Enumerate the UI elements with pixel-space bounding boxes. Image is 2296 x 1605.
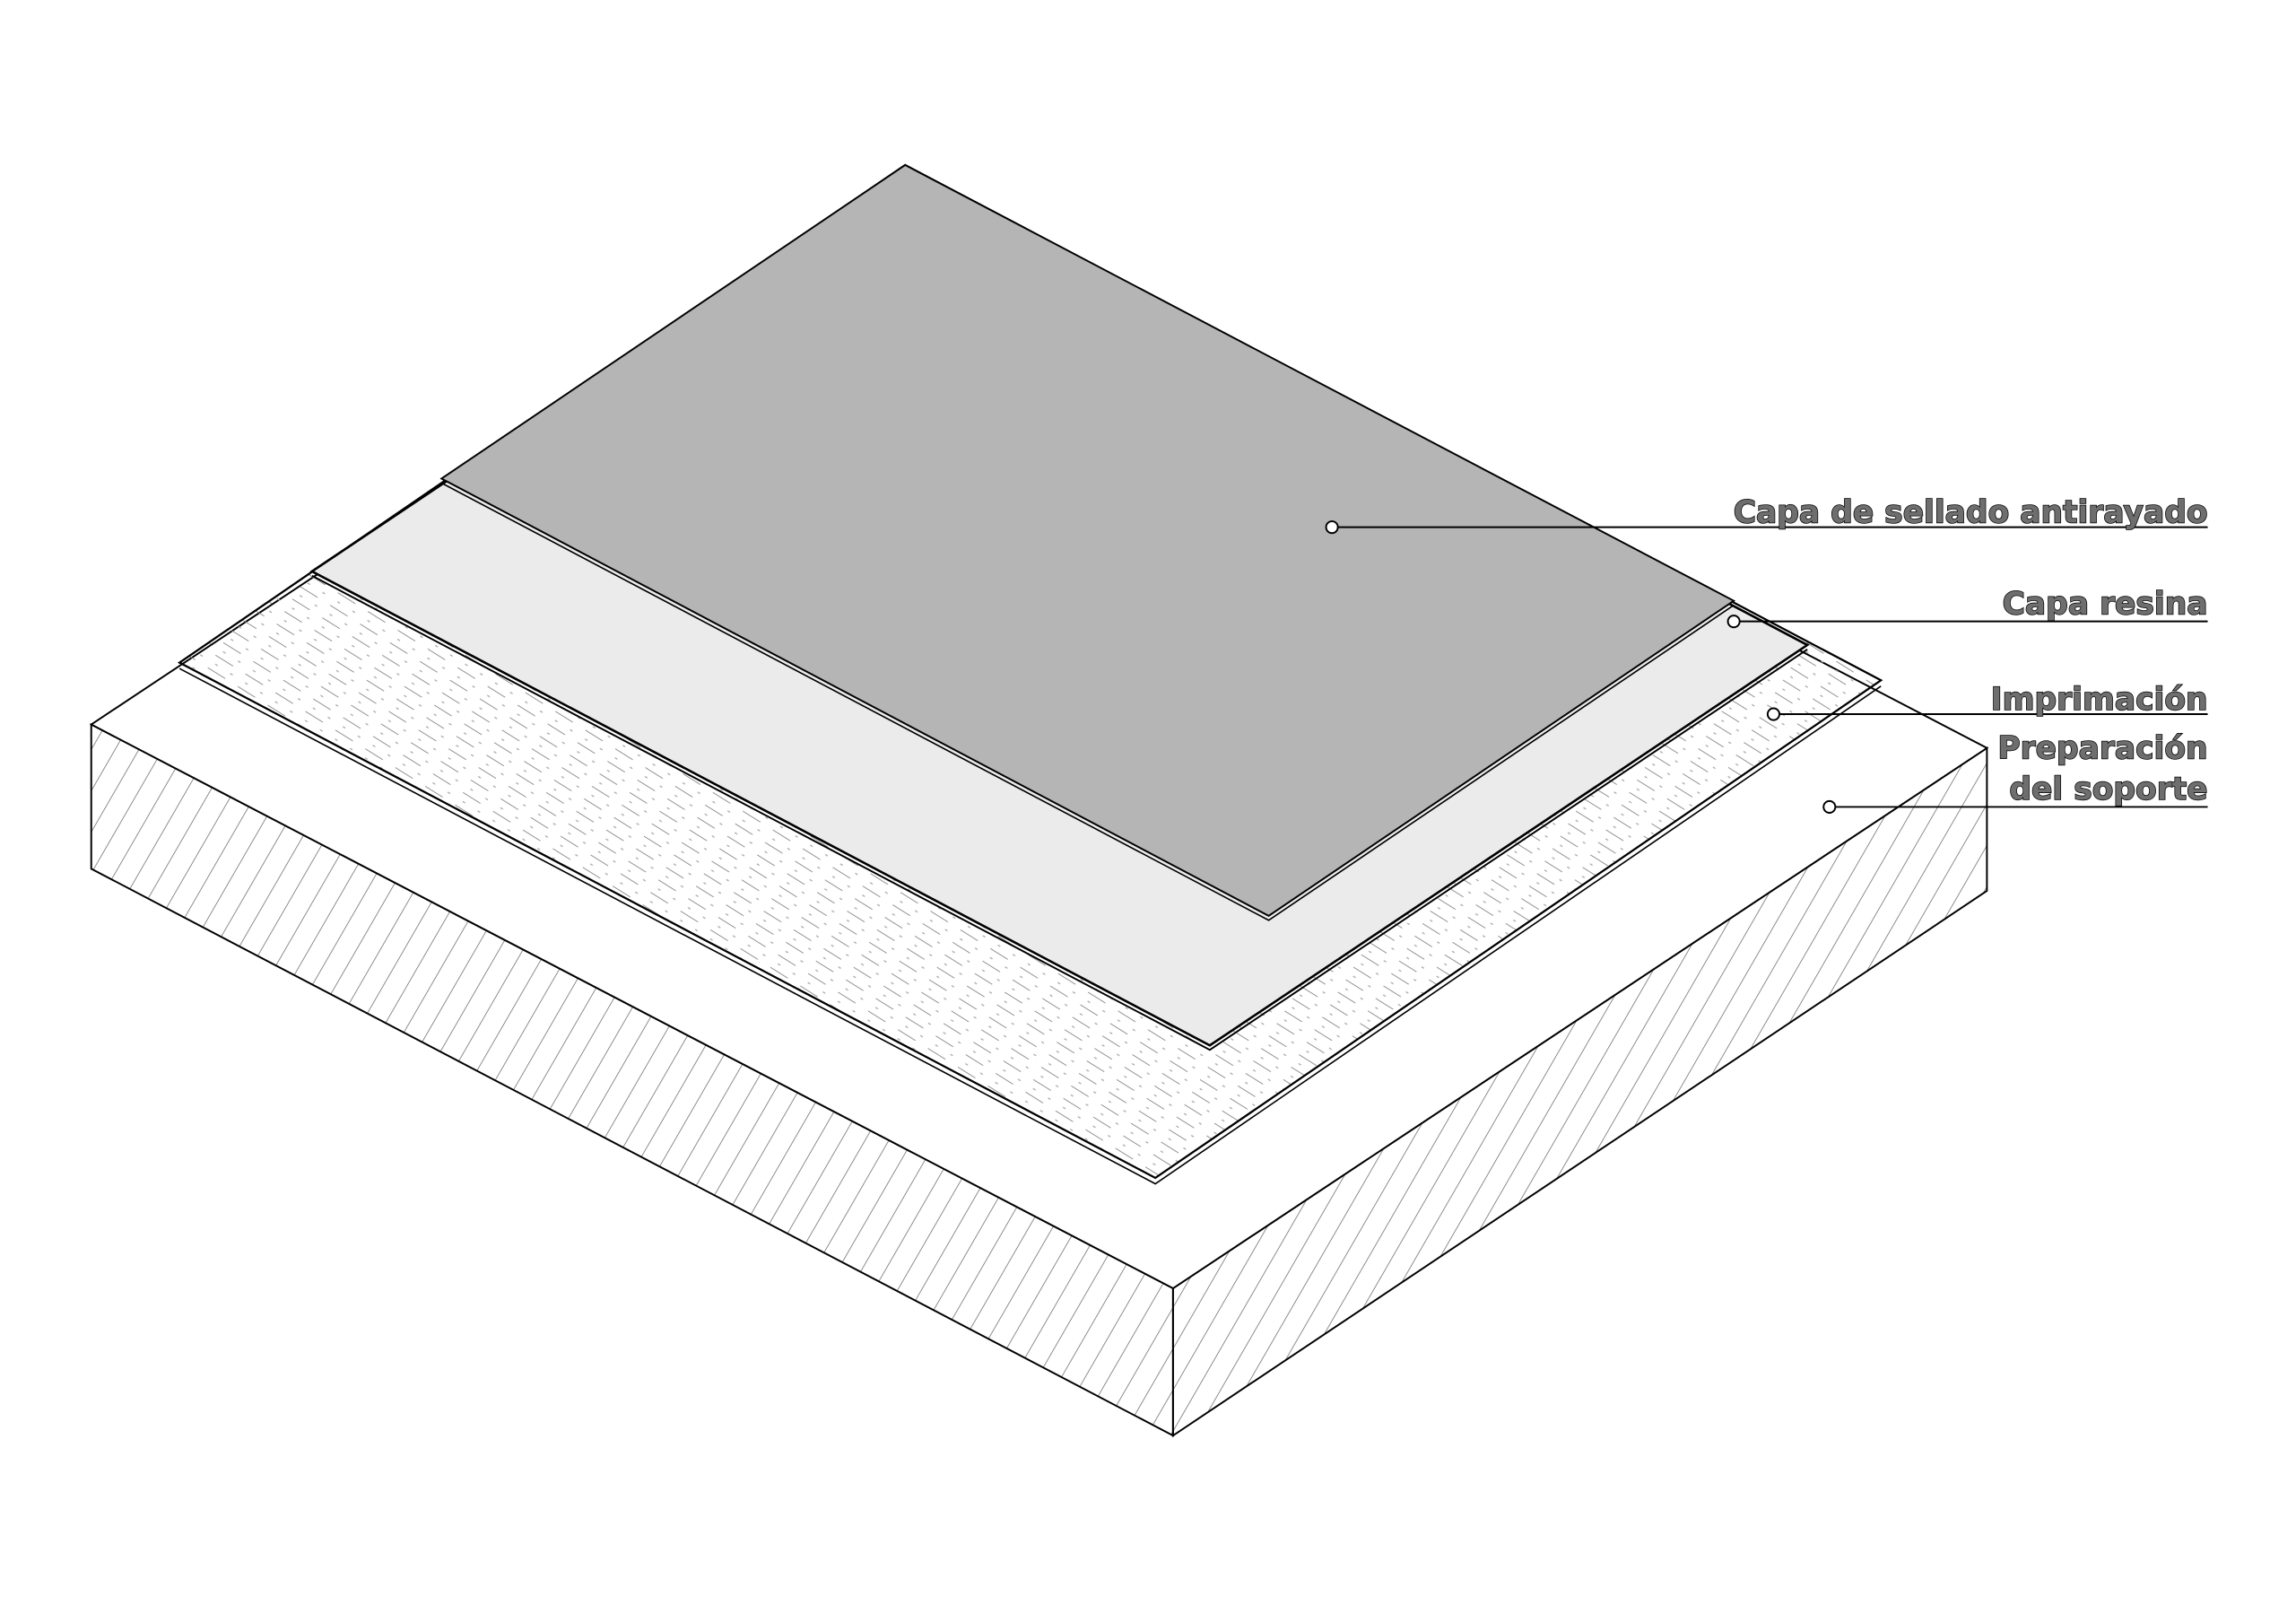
label-primer: Imprimación (1991, 682, 2208, 718)
leader-primer: Imprimación (1766, 681, 2208, 721)
leader-dot (1822, 799, 1837, 814)
sealer-layer (439, 163, 1736, 921)
label-substrate-line1: Preparación (1997, 730, 2207, 766)
label-substrate-line2: del soporte (2009, 772, 2207, 807)
leader-sealer: Capa de sellado antirayado (1325, 494, 2208, 535)
leader-substrate: Preparación del soporte (1822, 730, 2208, 814)
label-sealer: Capa de sellado antirayado (1734, 495, 2208, 531)
leader-dot (1766, 707, 1780, 721)
leader-dot (1325, 520, 1339, 535)
leader-dot (1726, 615, 1741, 629)
label-resin: Capa resina (2003, 586, 2208, 622)
leader-resin: Capa resina (1726, 586, 2208, 629)
